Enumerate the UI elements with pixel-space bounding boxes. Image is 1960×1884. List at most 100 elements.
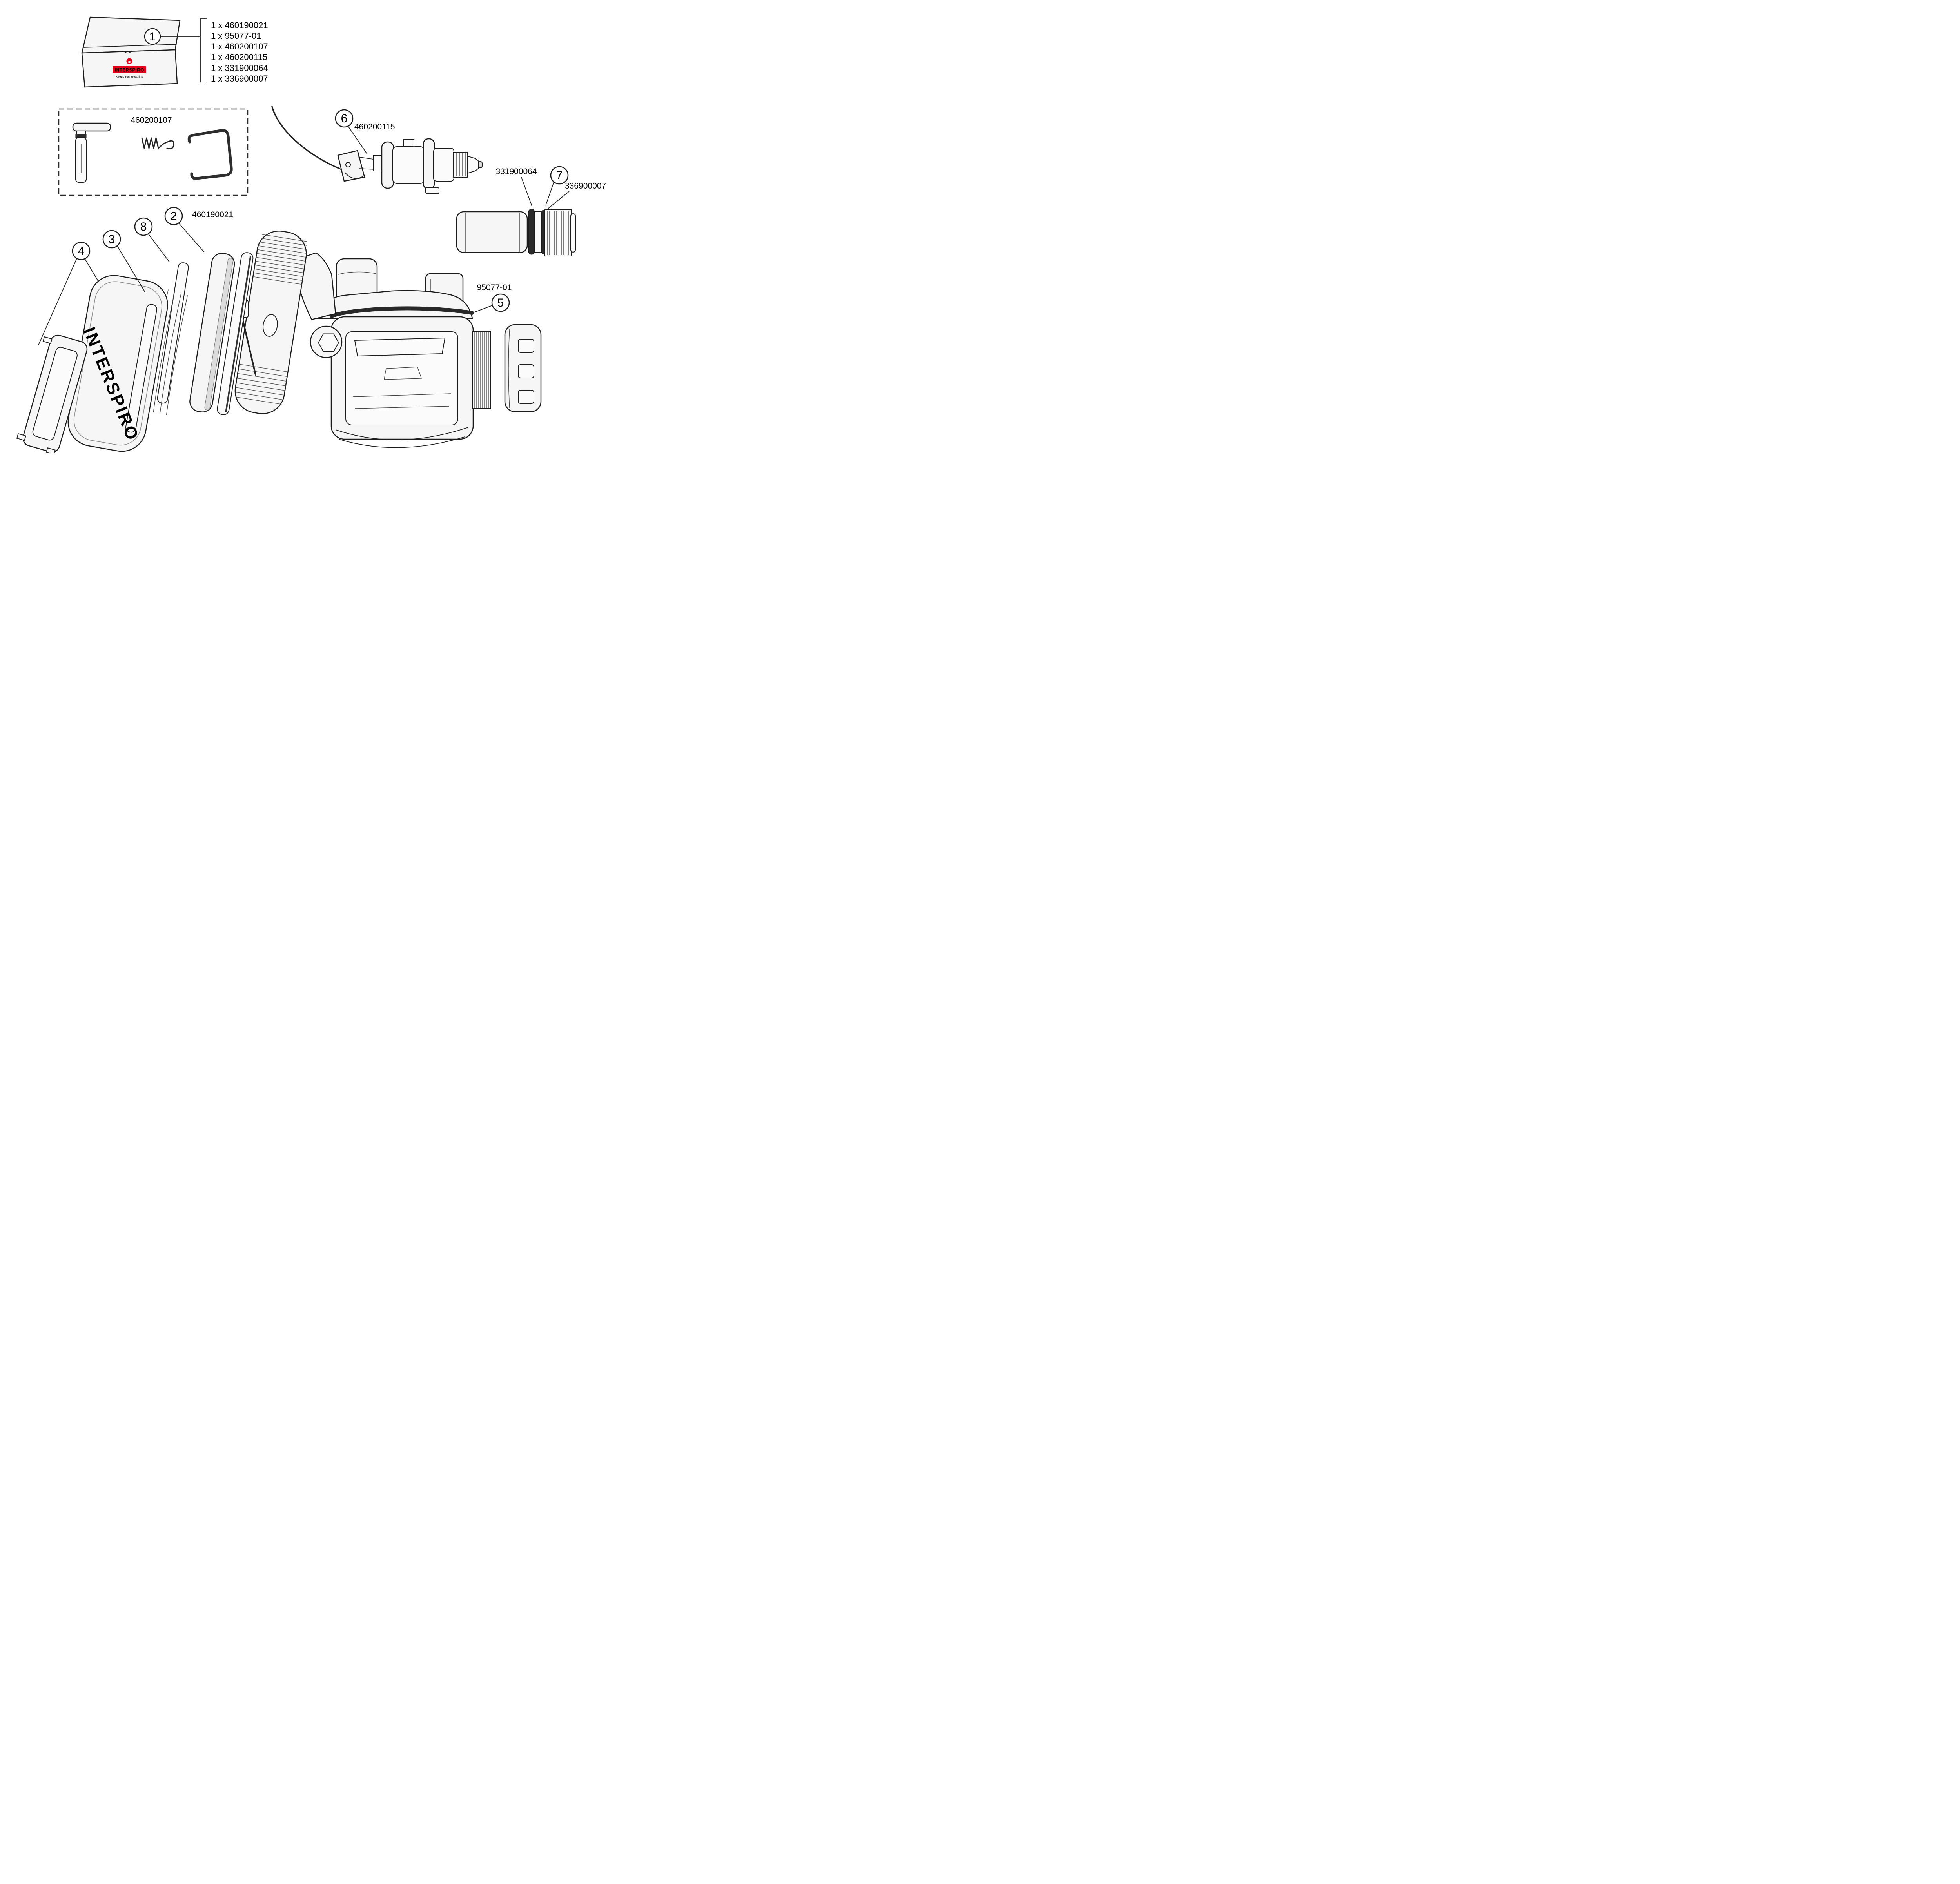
box-contents-line: 1 x 331900064 xyxy=(211,63,268,73)
box-lid-notch xyxy=(123,50,132,54)
contents-bracket xyxy=(200,18,207,82)
threaded-outlet xyxy=(472,331,491,409)
connector-body xyxy=(456,211,528,253)
lever-arm xyxy=(271,106,340,169)
valve-part-number-label: 460200115 xyxy=(354,122,395,131)
valve-tip xyxy=(467,155,479,174)
callout-7-number: 7 xyxy=(556,169,563,182)
frame-inner xyxy=(32,347,78,441)
spring-wire xyxy=(166,295,188,415)
diaphragm-hub xyxy=(263,314,278,337)
callout-4-leader-cover xyxy=(85,259,98,281)
thread-part-number-label: 336900007 xyxy=(565,182,606,191)
cover-frame xyxy=(16,334,88,453)
spare-kit-dashed-box: 460200107 xyxy=(58,108,249,196)
box-lid-line xyxy=(83,44,176,48)
callout-7-leader xyxy=(545,182,554,206)
pin-tool-handle xyxy=(72,122,111,132)
callout-5-circle xyxy=(491,293,510,312)
diaphragm-ribs-bottom xyxy=(235,364,288,405)
box-contents-line: 1 x 95077-01 xyxy=(211,31,261,41)
frame-pin xyxy=(16,433,26,441)
end-cap-slot xyxy=(518,339,534,353)
end-cap xyxy=(504,324,542,412)
valve-ribbed-section xyxy=(453,152,468,178)
box-contents-list: 1 1 x 460190021 1 x 95077-01 1 x 4602001… xyxy=(144,18,268,84)
frame-pin xyxy=(42,336,53,344)
spring-wire xyxy=(153,291,175,412)
cover-side-slot xyxy=(125,304,157,433)
panel-handle xyxy=(354,337,446,357)
pin-tool-collar xyxy=(75,134,87,138)
clamp-rod xyxy=(241,317,256,376)
valve-assembly xyxy=(271,106,483,194)
o-ring-95077-01 xyxy=(330,306,474,318)
o-ring-331900064 xyxy=(528,209,535,255)
membrane-large-edge xyxy=(204,258,234,411)
threaded-section-336900007 xyxy=(544,209,572,256)
housing-lip-bottom xyxy=(338,436,465,448)
callout-1-circle xyxy=(144,28,161,45)
main-housing xyxy=(310,258,542,448)
housing-lip-top xyxy=(335,427,468,440)
link-rod-top xyxy=(357,156,376,160)
thread-label-leader xyxy=(548,191,570,209)
connector-end xyxy=(570,213,576,253)
callout-8-number: 8 xyxy=(140,220,147,233)
exploded-parts-diagram: INTERSPIRO Keeps You Breathing 1 1 x 460… xyxy=(0,0,606,453)
end-cap-rim xyxy=(508,329,510,408)
membrane-part-number-label: 460190021 xyxy=(192,210,233,219)
valve-step xyxy=(433,148,454,182)
end-cap-slot xyxy=(518,390,534,404)
valve-tip-nub xyxy=(478,161,483,168)
interspiro-logo: INTERSPIRO Keeps You Breathing xyxy=(113,58,146,78)
callout-6-leader xyxy=(348,126,367,154)
box-top-face xyxy=(81,16,181,54)
packaging-box: INTERSPIRO Keeps You Breathing xyxy=(81,16,181,88)
callout-8-circle xyxy=(134,217,153,236)
panel-line xyxy=(352,393,451,397)
callout-5-number: 5 xyxy=(497,296,504,309)
pivot-pin xyxy=(345,162,351,167)
box-contents-line: 1 x 460200115 xyxy=(211,52,267,62)
oring-label-leader xyxy=(521,177,532,207)
box-contents-line: 1 x 336900007 xyxy=(211,74,268,84)
membrane-large xyxy=(189,253,235,412)
valve-clamp-foot xyxy=(425,187,439,194)
callout-2-leader xyxy=(178,223,204,252)
connector-groove xyxy=(534,211,542,253)
pin-tool xyxy=(72,122,111,183)
callout-5-leader xyxy=(473,305,493,313)
frame-pin xyxy=(45,447,56,453)
callout-3-circle xyxy=(102,230,121,249)
ribbed-diaphragm xyxy=(234,230,307,414)
interspiro-logo-text: INTERSPIRO xyxy=(114,68,144,73)
cover-housing xyxy=(67,275,168,452)
box-contents-line: 1 x 460200107 xyxy=(211,42,268,51)
callout-4-number: 4 xyxy=(78,245,85,258)
panel-detail xyxy=(384,367,422,380)
callout-1-number: 1 xyxy=(149,30,156,43)
valve-spring-wire xyxy=(345,172,363,179)
interspiro-logo-icon-detail xyxy=(128,61,131,63)
callout-2-number: 2 xyxy=(171,210,177,223)
membrane-backing-edge xyxy=(225,256,252,412)
diaphragm-ribs-top xyxy=(253,234,307,285)
end-cap-slot xyxy=(518,364,534,378)
hex-nut xyxy=(318,333,339,352)
callout-3-leader xyxy=(117,245,145,293)
valve-flange-right xyxy=(423,138,435,190)
pivot-bracket xyxy=(337,150,365,182)
spring-wire xyxy=(160,293,181,414)
kit-part-number-label: 460200107 xyxy=(131,116,172,125)
panel-line xyxy=(354,406,449,409)
membrane-backing xyxy=(217,252,254,415)
oring-part-number-label: 331900064 xyxy=(495,167,537,176)
valve-flange-left xyxy=(381,141,394,189)
valve-stub xyxy=(373,155,382,171)
interspiro-logo-banner xyxy=(113,66,146,73)
spring xyxy=(141,137,174,149)
thread-lines xyxy=(547,211,569,255)
valve-body xyxy=(392,146,425,184)
retaining-clip xyxy=(187,129,233,180)
